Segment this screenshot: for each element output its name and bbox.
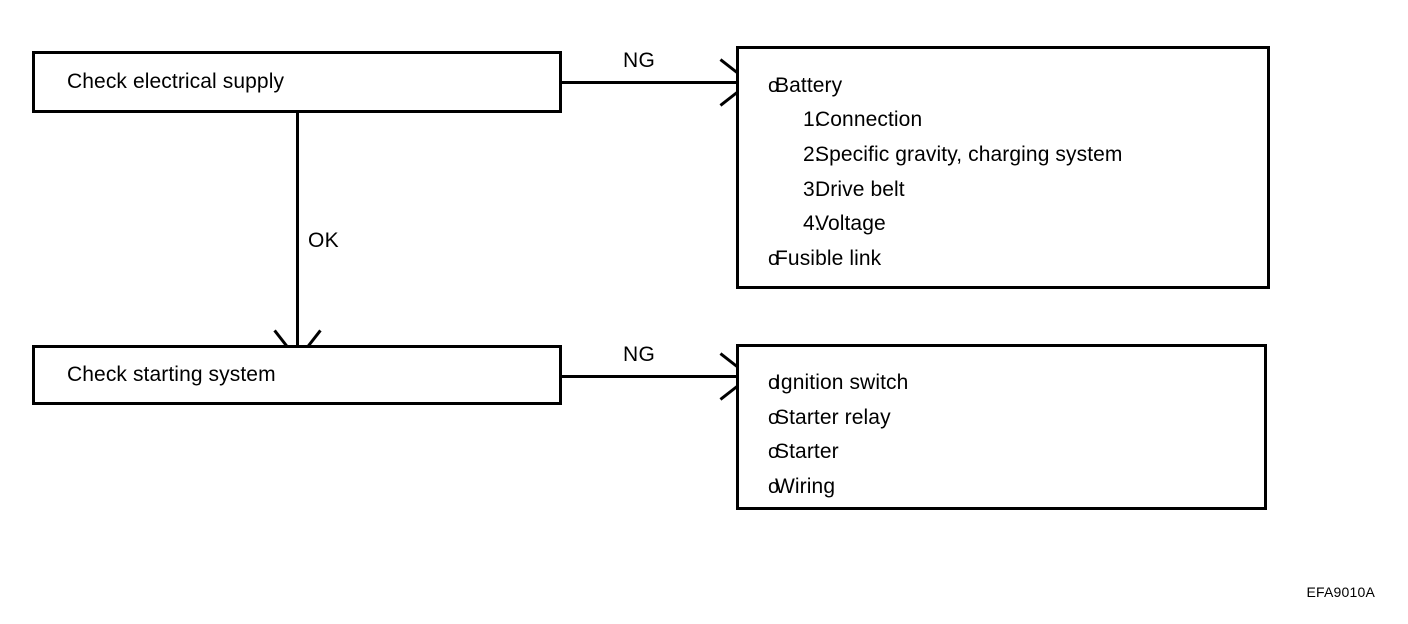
- list-bullet-marker: o: [768, 75, 780, 97]
- list-item: 4. Voltage: [739, 213, 886, 234]
- list-item-label: Starter: [775, 440, 839, 463]
- arrowhead-starting-ng: [716, 364, 734, 390]
- list-item: 2. Specific gravity, charging system: [739, 144, 1123, 165]
- list-box-electrical-supply-causes: o Battery 1. Connection 2. Specific grav…: [736, 46, 1270, 289]
- list-item-label: Voltage: [815, 212, 886, 235]
- list-box-starting-system-causes: o Ignition switch o Starter relay o Star…: [736, 344, 1267, 510]
- process-box-label: Check electrical supply: [67, 70, 285, 94]
- process-box-check-electrical-supply[interactable]: Check electrical supply: [32, 51, 562, 113]
- list-item: 1. Connection: [739, 109, 922, 130]
- list-item-label: Ignition switch: [775, 371, 909, 394]
- list-bullet-marker: o: [768, 441, 780, 463]
- process-box-label: Check starting system: [67, 363, 276, 387]
- list-item: o Wiring: [739, 476, 835, 497]
- connector-line-electrical-ng: [562, 81, 738, 84]
- list-item: o Ignition switch: [739, 372, 908, 393]
- list-number-marker: 4.: [803, 212, 821, 235]
- list-item: o Battery: [739, 75, 842, 96]
- list-item-label: Fusible link: [775, 247, 882, 270]
- list-item: 3. Drive belt: [739, 179, 905, 200]
- edge-label-ok: OK: [308, 229, 339, 252]
- list-bullet-marker: o: [768, 372, 780, 394]
- list-item-label: Specific gravity, charging system: [815, 143, 1123, 166]
- list-number-marker: 1.: [803, 108, 821, 131]
- list-bullet-marker: o: [768, 248, 780, 270]
- list-item-label: Drive belt: [815, 178, 905, 201]
- edge-label-ng-electrical: NG: [623, 49, 656, 72]
- list-item-label: Battery: [775, 74, 843, 97]
- list-item-label: Wiring: [775, 475, 836, 498]
- list-item: o Starter relay: [739, 407, 891, 428]
- figure-reference-code: EFA9010A: [1306, 584, 1375, 600]
- list-bullet-marker: o: [768, 476, 780, 498]
- process-box-check-starting-system[interactable]: Check starting system: [32, 345, 562, 405]
- arrowhead-electrical-ok: [285, 326, 311, 344]
- edge-label-ng-starting: NG: [623, 343, 656, 366]
- connector-line-electrical-ok: [296, 113, 299, 345]
- list-item: o Fusible link: [739, 248, 881, 269]
- list-number-marker: 3.: [803, 178, 821, 201]
- list-item-label: Connection: [815, 108, 923, 131]
- list-item-label: Starter relay: [775, 406, 891, 429]
- arrowhead-electrical-ng: [716, 70, 734, 96]
- connector-line-starting-ng: [562, 375, 738, 378]
- list-bullet-marker: o: [768, 407, 780, 429]
- list-number-marker: 2.: [803, 143, 821, 166]
- list-item: o Starter: [739, 441, 839, 462]
